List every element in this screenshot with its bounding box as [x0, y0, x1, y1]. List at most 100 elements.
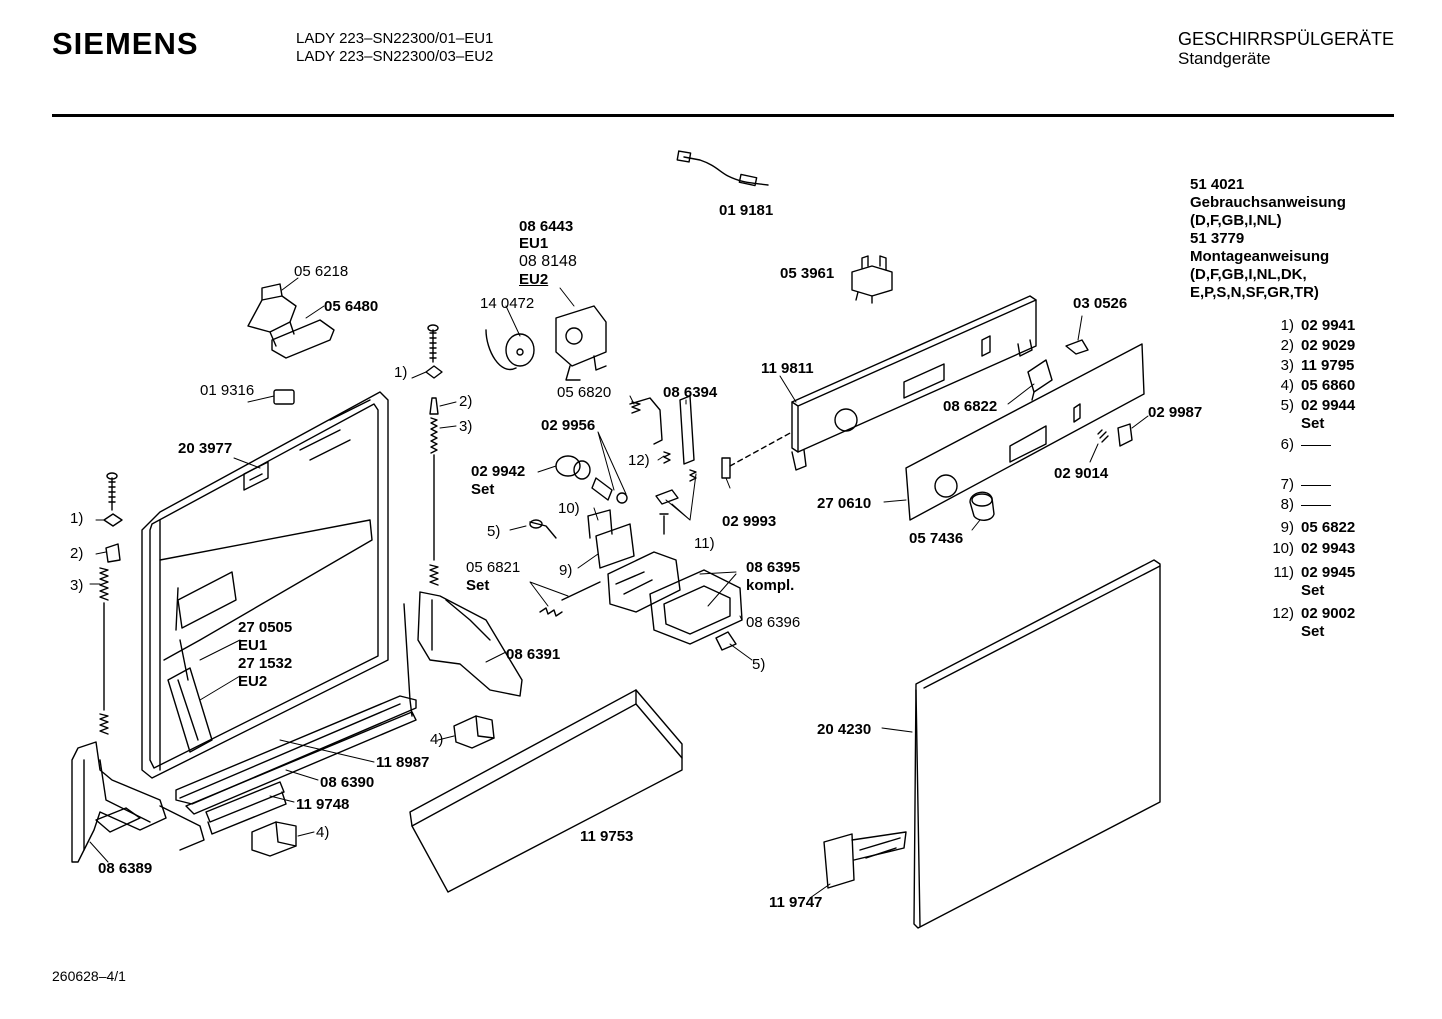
- manual-2-languages-2: E,P,S,N,SF,GR,TR): [1190, 284, 1319, 301]
- label-204230: 20 4230: [817, 721, 872, 738]
- index-part: 05 6860: [1301, 377, 1356, 394]
- label-019316: 01 9316: [200, 382, 255, 399]
- ref-3-left: 3): [70, 577, 84, 594]
- label-eu2-seal: EU2: [238, 673, 268, 690]
- label-030526: 03 0526: [1073, 295, 1128, 312]
- ref-1-top: 1): [394, 364, 408, 381]
- spring-part: [429, 397, 439, 586]
- ref-1-left: 1): [70, 510, 84, 527]
- label-118987: 11 8987: [376, 754, 430, 771]
- label-056480: 05 6480: [324, 298, 379, 315]
- manuals-list: 51 4021 Gebrauchsanweisung (D,F,GB,I,NL)…: [1190, 176, 1346, 302]
- inner-door-part: [141, 391, 389, 779]
- foot-part-upper: [453, 715, 495, 749]
- bracket-part: [851, 255, 893, 304]
- index-part: 02 9945: [1301, 564, 1356, 581]
- label-set-056821: Set: [466, 577, 490, 594]
- control-panel-part: [791, 295, 1037, 471]
- model-line-2: LADY 223–SN22300/03–EU2: [296, 48, 494, 65]
- label-086395: 08 6395: [746, 559, 801, 576]
- label-053961: 05 3961: [780, 265, 835, 282]
- ref-10: 10): [558, 500, 580, 517]
- label-057436: 05 7436: [909, 530, 964, 547]
- label-270610: 27 0610: [817, 495, 872, 512]
- dispenser-part: [529, 395, 743, 651]
- label-set-029942: Set: [471, 481, 495, 498]
- index-part: 05 6822: [1301, 519, 1356, 536]
- index-part: 02 9944: [1301, 397, 1356, 414]
- door-bracket-part: [823, 831, 907, 889]
- index-row-8: 8): [1258, 496, 1331, 513]
- label-029942: 02 9942: [471, 463, 526, 480]
- index-row-12: 12) 02 9002: [1258, 605, 1355, 622]
- label-088148: 08 8148: [519, 253, 577, 270]
- kick-plate-part: [409, 689, 683, 893]
- foot-part-lower: [251, 821, 297, 857]
- index-part: 02 9002: [1301, 605, 1356, 622]
- index-part: 02 9943: [1301, 540, 1356, 557]
- index-row-2: 2)02 9029: [1258, 337, 1356, 354]
- index-number: 8): [1280, 496, 1294, 513]
- knob-part: [969, 491, 995, 521]
- category-subtitle: Standgeräte: [1178, 49, 1271, 68]
- label-029987: 02 9987: [1148, 404, 1203, 421]
- fascia-part: [905, 343, 1145, 521]
- label-029956: 02 9956: [541, 417, 596, 434]
- index-row-3: 3)11 9795: [1258, 357, 1355, 374]
- label-086389: 08 6389: [98, 860, 153, 877]
- label-086443: 08 6443: [519, 218, 574, 235]
- document-number: 260628–4/1: [52, 968, 126, 984]
- index-row-4: 4)05 6860: [1258, 377, 1356, 394]
- index-part: 02 9941: [1301, 317, 1356, 334]
- switch-part: [1027, 359, 1053, 401]
- label-086822: 08 6822: [943, 398, 998, 415]
- label-056218: 05 6218: [294, 263, 349, 280]
- index-row-9: 9)05 6822: [1258, 519, 1356, 536]
- ref-3-top: 3): [459, 418, 473, 435]
- label-203977: 20 3977: [178, 440, 233, 457]
- ref-4-lower: 4): [316, 824, 330, 841]
- bracket-small-part: [1065, 339, 1089, 355]
- label-086390: 08 6390: [320, 774, 375, 791]
- ref-11: 11): [694, 535, 715, 552]
- label-056821: 05 6821: [466, 559, 521, 576]
- ref-5-right: 5): [752, 656, 766, 673]
- index-row-5: 5) 02 9944: [1258, 397, 1356, 414]
- index-number: 6): [1280, 436, 1294, 453]
- index-row-12-set: Set: [1301, 623, 1325, 640]
- index-row-7: 7): [1258, 476, 1331, 493]
- label-eu1-seal: EU1: [238, 637, 268, 654]
- index-number: 11): [1273, 564, 1294, 581]
- manual-1-languages: (D,F,GB,I,NL): [1190, 212, 1282, 229]
- cable-part: [676, 150, 769, 187]
- clip-part: [273, 389, 295, 405]
- index-dash: [1301, 484, 1331, 486]
- label-119748: 11 9748: [296, 796, 350, 813]
- index-number: 12): [1272, 605, 1294, 622]
- label-056820: 05 6820: [557, 384, 612, 401]
- manual-2-title: Montageanweisung: [1190, 248, 1330, 265]
- index-number: 5): [1280, 397, 1294, 414]
- label-086396: 08 6396: [746, 614, 801, 631]
- dashed-assembly-line: [729, 431, 793, 467]
- manual-2-languages-1: (D,F,GB,I,NL,DK,: [1190, 266, 1307, 283]
- weight-part: [485, 329, 535, 371]
- label-086394: 08 6394: [663, 384, 718, 401]
- manual-1-number: 51 4021: [1190, 176, 1245, 193]
- index-part: 02 9029: [1301, 337, 1356, 354]
- ref-9: 9): [559, 562, 573, 579]
- ref-12: 12): [628, 452, 650, 469]
- label-086391: 08 6391: [506, 646, 561, 663]
- leader-lines: [89, 277, 1149, 899]
- label-019181: 01 9181: [719, 202, 774, 219]
- label-119811: 11 9811: [761, 360, 814, 377]
- index-dash: [1301, 444, 1331, 446]
- label-119747: 11 9747: [769, 894, 823, 911]
- label-eu2-motor: EU2: [519, 271, 549, 288]
- label-271532: 27 1532: [238, 655, 293, 672]
- model-line-1: LADY 223–SN22300/01–EU1: [296, 30, 494, 47]
- label-270505: 27 0505: [238, 619, 293, 636]
- screw-part: [425, 324, 443, 379]
- label-eu1-motor: EU1: [519, 235, 549, 252]
